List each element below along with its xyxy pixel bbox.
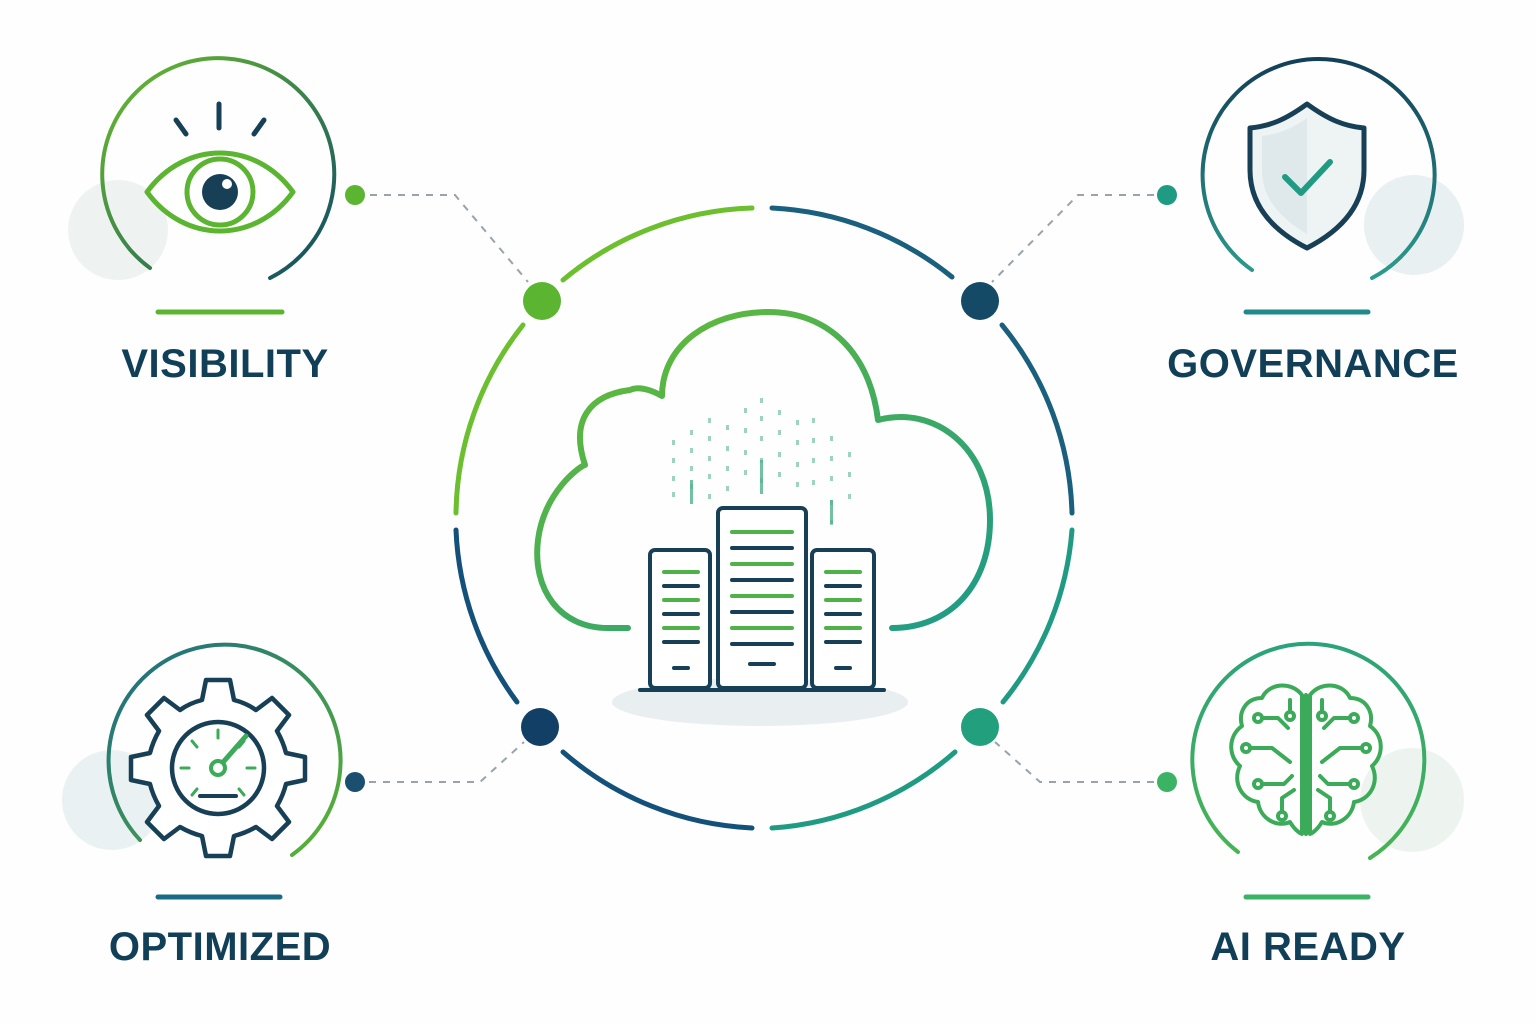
connectors — [355, 194, 1168, 783]
connector-ai-ready — [994, 741, 1168, 783]
ring-node-top-right — [961, 282, 999, 320]
data-stream — [672, 398, 851, 525]
label-visibility: VISIBILITY — [121, 342, 329, 386]
ring-arc-top-right — [769, 205, 955, 280]
connector-visibility — [356, 194, 529, 283]
ring-arc-top-left — [560, 205, 755, 283]
ai-ready-disc — [1360, 748, 1464, 852]
label-ai-ready: AI READY — [1210, 925, 1406, 969]
connector-governance — [991, 194, 1168, 283]
connector-dots — [345, 185, 1177, 792]
connector-dot-visibility — [345, 185, 365, 205]
connector-dot-governance — [1157, 185, 1177, 205]
connector-optimized — [355, 741, 525, 783]
eye-icon — [144, 101, 296, 234]
ring-arc-left-upper — [453, 322, 526, 516]
optimized-circle-arc — [106, 642, 343, 857]
ring-node-bottom-right — [961, 708, 999, 746]
connector-dot-ai-ready — [1157, 772, 1177, 792]
ring-node-bottom-left — [521, 708, 559, 746]
ring-arc-bottom-right — [769, 749, 958, 831]
label-governance: GOVERNANCE — [1167, 342, 1459, 386]
feature-ai-ready — [1190, 641, 1464, 900]
cloud-outline — [534, 309, 993, 631]
ring-arc-left-lower — [453, 527, 520, 705]
ring-arc-right-upper — [999, 322, 1075, 516]
label-optimized: OPTIMIZED — [108, 925, 332, 969]
governance-circle-arc — [1200, 57, 1437, 280]
feature-optimized — [62, 642, 343, 900]
cloud-server-icon — [534, 309, 993, 726]
connector-dot-optimized — [345, 772, 365, 792]
shield-check-icon — [1247, 101, 1367, 251]
ring-node-top-left — [523, 282, 561, 320]
brain-circuit-icon — [1229, 683, 1383, 836]
governance-disc — [1364, 175, 1464, 275]
central-ring — [453, 205, 1075, 831]
feature-governance — [1200, 57, 1464, 315]
ai-ready-circle-arc — [1190, 641, 1427, 860]
ring-arc-right-lower — [1000, 527, 1075, 705]
visibility-circle-arc — [100, 56, 337, 280]
ring-arc-bottom-left — [560, 749, 755, 831]
feature-visibility — [68, 56, 337, 315]
gear-gauge-icon — [128, 677, 308, 859]
server-slots — [662, 530, 862, 670]
